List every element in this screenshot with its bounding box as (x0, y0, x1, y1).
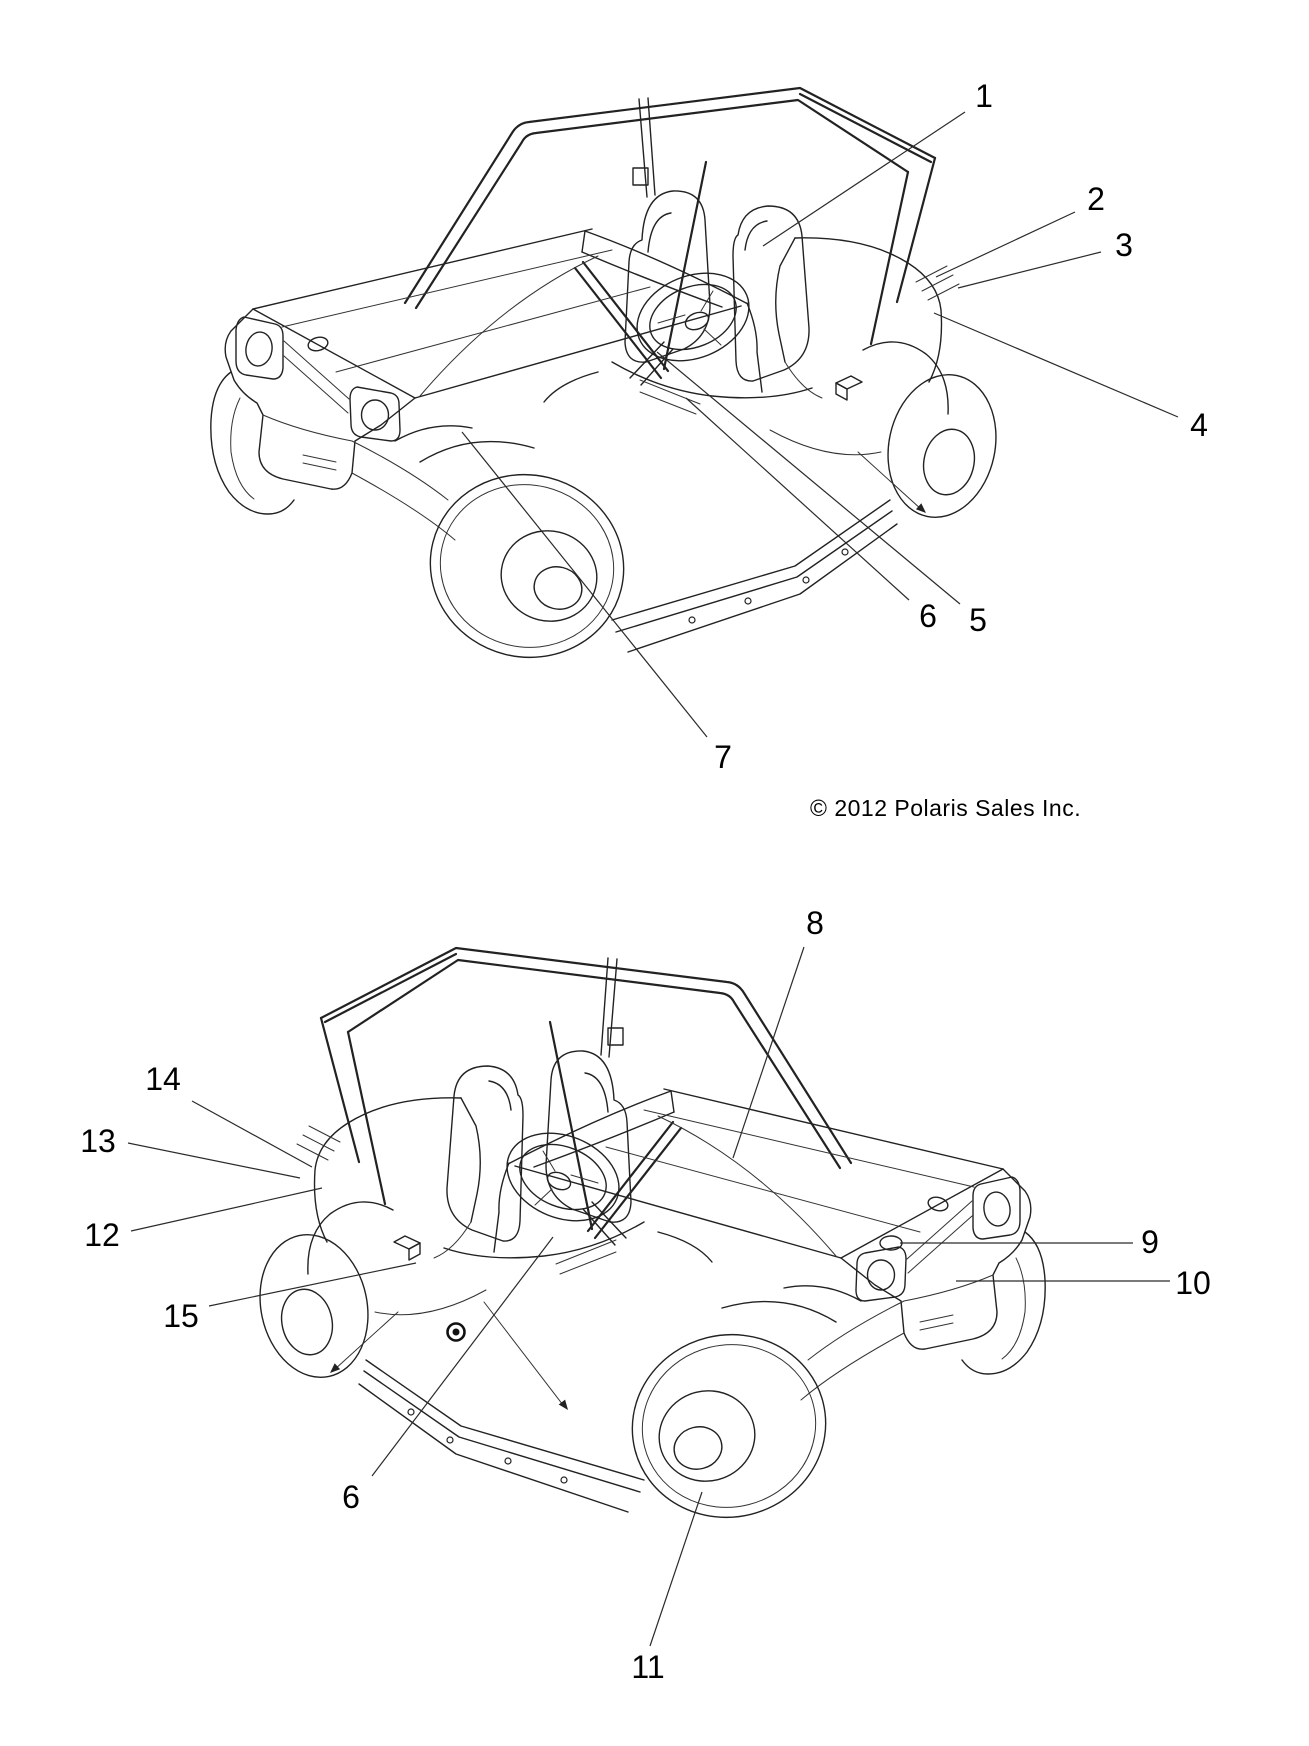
callout-label-7: 7 (714, 739, 732, 775)
callout-label-6: 6 (919, 598, 937, 634)
callout-leader-4 (933, 312, 1179, 418)
callout-label-11: 11 (631, 1649, 664, 1685)
callout-leader-1 (762, 111, 966, 247)
callout-label-13: 13 (80, 1123, 116, 1159)
callout-label-12: 12 (84, 1217, 120, 1253)
callout-label-6: 6 (342, 1479, 360, 1515)
callout-label-14: 14 (145, 1061, 181, 1097)
callout-label-5: 5 (969, 602, 987, 638)
callout-label-2: 2 (1087, 181, 1105, 217)
callout-leader-7 (461, 431, 708, 738)
floor-grommet-center-icon (452, 1328, 460, 1336)
callout-leader-2 (935, 211, 1076, 278)
callout-leader-6 (685, 397, 910, 601)
callout-label-9: 9 (1141, 1224, 1159, 1260)
callout-label-10: 10 (1175, 1265, 1211, 1301)
floor-grommet-icon (446, 1322, 466, 1342)
figure-top-vehicle (209, 86, 1010, 679)
rocker-pointer-arrow-icon (558, 1399, 568, 1410)
copyright-notice: © 2012 Polaris Sales Inc. (810, 795, 1082, 821)
callout-leader-8 (732, 946, 805, 1159)
callout-label-3: 3 (1115, 227, 1133, 263)
callout-label-4: 4 (1190, 407, 1208, 443)
figure-bottom-details (446, 1235, 903, 1410)
callout-label-8: 8 (806, 905, 824, 941)
callouts-top: 1 23 4 56 7 (461, 78, 1208, 775)
callout-leader-3 (957, 251, 1102, 289)
callout-leader-11 (649, 1491, 703, 1647)
callout-label-1: 1 (975, 78, 993, 114)
callout-leader-6 (371, 1236, 554, 1477)
callout-leader-13 (127, 1142, 301, 1179)
callout-leader-14 (191, 1100, 313, 1168)
callout-label-15: 15 (163, 1298, 199, 1334)
callout-leader-5 (656, 351, 961, 605)
callout-leader-15 (208, 1262, 417, 1307)
callout-leader-12 (130, 1187, 323, 1232)
rocker-pointer-line (483, 1301, 564, 1406)
callouts-bottom: 8 9 10 11 12 13 14 15 6 (80, 905, 1211, 1685)
